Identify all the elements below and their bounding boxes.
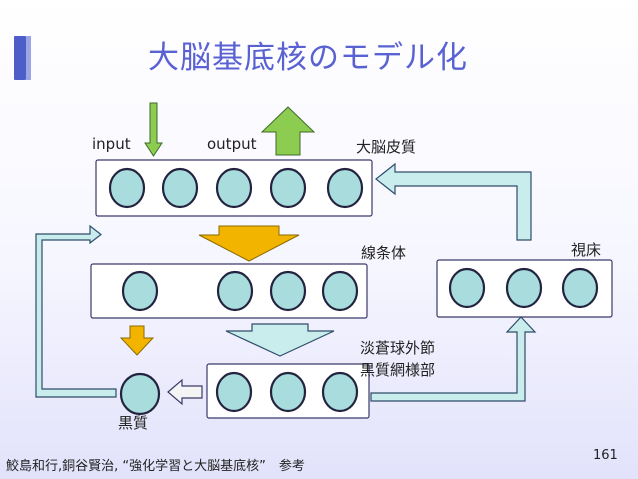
cortex-neuron (326, 167, 364, 209)
cortex-label: 大脳皮質 (356, 138, 417, 156)
input-label: input (92, 135, 131, 153)
thalamus-neuron (561, 267, 599, 309)
striatum-neuron (216, 270, 254, 312)
cortex-to-striatum-arrow (198, 225, 300, 262)
output-arrow (260, 106, 316, 156)
striatum-neuron (121, 270, 159, 312)
striatum-neuron (269, 270, 307, 312)
title-accent-bar (14, 36, 31, 80)
slide-title: 大脳基底核のモデル化 (148, 40, 468, 76)
gp-to-sn-arrow (167, 378, 203, 406)
thalamus-neuron (505, 267, 543, 309)
thalamus-to-cortex-loop-arrow (375, 162, 532, 241)
gp-neuron (269, 371, 307, 413)
substantia-nigra-label: 黒質 (118, 414, 149, 432)
cortex-neuron (161, 167, 199, 209)
gp-label-line2: 黒質網様部 (360, 361, 436, 379)
striatum-to-gp-arrow (225, 323, 335, 357)
substantia-nigra-neuron (119, 372, 161, 416)
citation: 鮫島和行,銅谷賢治, “強化学習と大脳基底核” 参考 (6, 459, 305, 474)
gp-label-line1: 淡蒼球外節 (360, 339, 436, 357)
striatum-neuron (321, 270, 359, 312)
page-number: 161 (593, 448, 618, 463)
thalamus-label: 視床 (571, 241, 602, 259)
cortex-neuron (269, 167, 307, 209)
cortex-neuron (215, 167, 253, 209)
gp-to-thalamus-loop-arrow (370, 316, 537, 402)
output-label: output (207, 135, 257, 153)
sn-to-striatum-loop-arrow (35, 224, 117, 398)
thalamus-neuron (448, 267, 486, 309)
gp-neuron (321, 371, 359, 413)
cortex-neuron (108, 167, 146, 209)
gp-neuron (215, 371, 253, 413)
striatum-to-sn-arrow (119, 325, 155, 356)
striatum-label: 線条体 (361, 244, 407, 262)
input-arrow (144, 102, 163, 157)
